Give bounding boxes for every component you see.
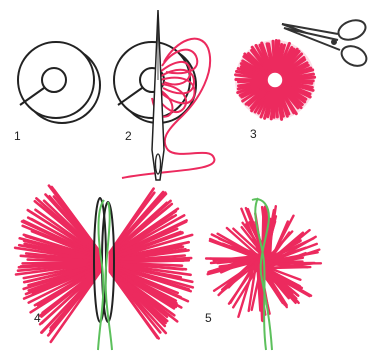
step-number-1: 1 xyxy=(14,129,21,143)
step-number-3: 3 xyxy=(250,127,257,141)
yarn-strand xyxy=(285,77,315,79)
step-2-wrapping-yarn: 2 xyxy=(114,10,214,180)
step-number-5: 5 xyxy=(205,311,212,325)
step-number-2: 2 xyxy=(125,129,132,143)
needle-icon xyxy=(152,10,164,180)
ring-hole xyxy=(267,72,283,88)
step-5-finished-pompom: 5 xyxy=(205,198,321,350)
step-4-tying-center: 4 xyxy=(15,186,193,350)
step-number-4: 4 xyxy=(34,311,41,325)
step-3-cutting-yarn: 3 xyxy=(235,17,370,141)
step-1-cardboard-rings: 1 xyxy=(14,42,100,143)
ring-hole xyxy=(42,68,66,92)
